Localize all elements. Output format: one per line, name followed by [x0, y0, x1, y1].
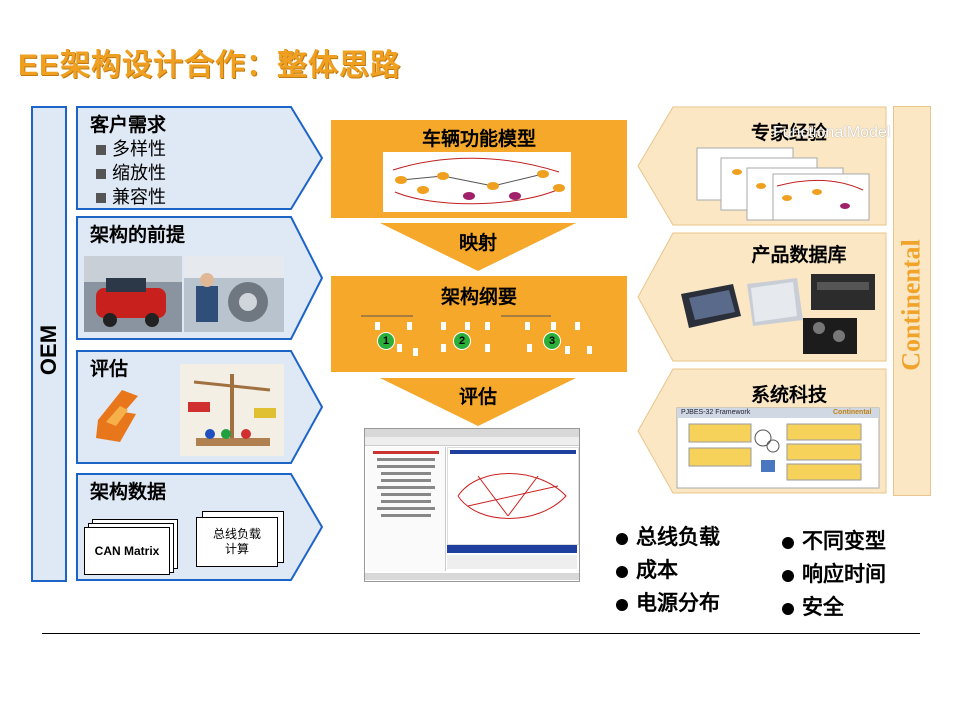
- oem-label: OEM: [36, 324, 61, 376]
- control-unit-image: [747, 278, 803, 326]
- function-model-diagram-image: [383, 152, 571, 212]
- bullet-dot-icon: [616, 532, 628, 545]
- evaluation-logo-icon: [96, 390, 138, 442]
- panel-system-technology: 系统科技 PJBES-32 Framework Continental: [637, 368, 887, 494]
- panel-title: 系统科技: [750, 384, 827, 406]
- bullet-dot-icon: [616, 565, 628, 578]
- panel-title: 评估: [90, 358, 129, 380]
- list-item: 电源分布: [616, 586, 720, 619]
- node-1-marker: 1: [377, 332, 395, 350]
- node-3-marker: 3: [543, 332, 561, 350]
- circuit-board-image: [803, 318, 857, 354]
- panel-title: 架构的前提: [90, 224, 186, 246]
- can-matrix-document: CAN Matrix: [84, 527, 170, 575]
- panel-title: 架构数据: [90, 481, 167, 503]
- architecture-outline-box: 架构纲要 1 2 3: [331, 276, 627, 372]
- node-2-marker: 2: [453, 332, 471, 350]
- panel-title: 专家经验: [750, 122, 827, 144]
- continental-bar: [893, 106, 931, 496]
- balance-scale-photo-image: [180, 364, 284, 456]
- factory-photo-image: [84, 256, 182, 332]
- square-bullet-icon: [96, 145, 106, 155]
- square-bullet-icon: [96, 193, 106, 203]
- panel-evaluation: 评估: [76, 350, 323, 464]
- oem-bar: [31, 106, 67, 582]
- ecu-module-image: [681, 284, 741, 328]
- panel-title: 产品数据库: [751, 244, 847, 266]
- framework-brand: Continental: [833, 409, 872, 416]
- list-item: 兼容性: [96, 186, 166, 210]
- panel-customer-requirements: 客户需求 多样性 缩放性 兼容性: [76, 106, 323, 210]
- requirement-list: 多样性 缩放性 兼容性: [96, 138, 166, 210]
- left-arrow-panel-shape: [637, 106, 887, 226]
- list-item: 安全: [782, 590, 886, 623]
- bullet-dot-icon: [782, 536, 794, 549]
- list-item: 多样性: [96, 138, 166, 162]
- panel-architecture-premise: 架构的前提: [76, 216, 323, 340]
- down-arrow-mapping: [380, 223, 576, 271]
- left-arrow-panel-shape: [637, 232, 887, 362]
- bullet-dot-icon: [782, 602, 794, 615]
- arrow-panel-shape: [76, 106, 323, 210]
- list-item: 不同变型: [782, 524, 886, 557]
- panel-title: 客户需求: [90, 114, 167, 136]
- evaluation-label: 评估: [458, 386, 497, 408]
- list-item: 成本: [616, 553, 720, 586]
- engine-assembly-photo-image: [184, 256, 284, 332]
- left-arrow-panel-shape: [637, 368, 887, 494]
- panel-expert-experience: 专家经验 FunctionalModel: [637, 106, 891, 226]
- page-title: EE架构设计合作：整体思路: [18, 40, 401, 84]
- list-item: 缩放性: [96, 162, 166, 186]
- architecture-outline-diagram: [361, 315, 592, 356]
- down-arrow-evaluation: [380, 378, 576, 426]
- panel-product-database: 产品数据库: [637, 232, 887, 362]
- box-title: 车辆功能模型: [421, 128, 536, 150]
- vehicle-function-model-box: 车辆功能模型: [331, 120, 627, 218]
- bullet-dot-icon: [616, 598, 628, 611]
- criteria-list-right: 不同变型 响应时间 安全: [782, 524, 886, 623]
- title-prefix: EE: [18, 49, 61, 82]
- criteria-list-left: 总线负载 成本 电源分布: [616, 520, 720, 619]
- panel-architecture-data: 架构数据 CAN Matrix 总线负载 计算: [76, 473, 323, 581]
- framework-diagram-image: [676, 407, 880, 489]
- footer-divider: [42, 633, 920, 634]
- list-item: 响应时间: [782, 557, 886, 590]
- bullet-dot-icon: [782, 569, 794, 582]
- radio-unit-image: [811, 274, 875, 310]
- box-title: 架构纲要: [440, 286, 517, 308]
- bus-load-document: 总线负载 计算: [196, 517, 278, 567]
- list-item: 总线负载: [616, 520, 720, 553]
- arrow-panel-shape: [76, 216, 323, 340]
- title-main: 架构设计合作：整体思路: [60, 48, 402, 83]
- framework-header: PJBES-32 Framework: [681, 409, 751, 416]
- square-bullet-icon: [96, 169, 106, 179]
- tool-screenshot-image: [364, 428, 580, 582]
- continental-logo: Continental: [897, 239, 926, 371]
- functional-model-overlay: FunctionalModel: [773, 124, 891, 141]
- model-diagram-stack-image: [696, 147, 870, 221]
- mapping-label: 映射: [458, 232, 497, 254]
- arrow-panel-shape: [76, 350, 323, 464]
